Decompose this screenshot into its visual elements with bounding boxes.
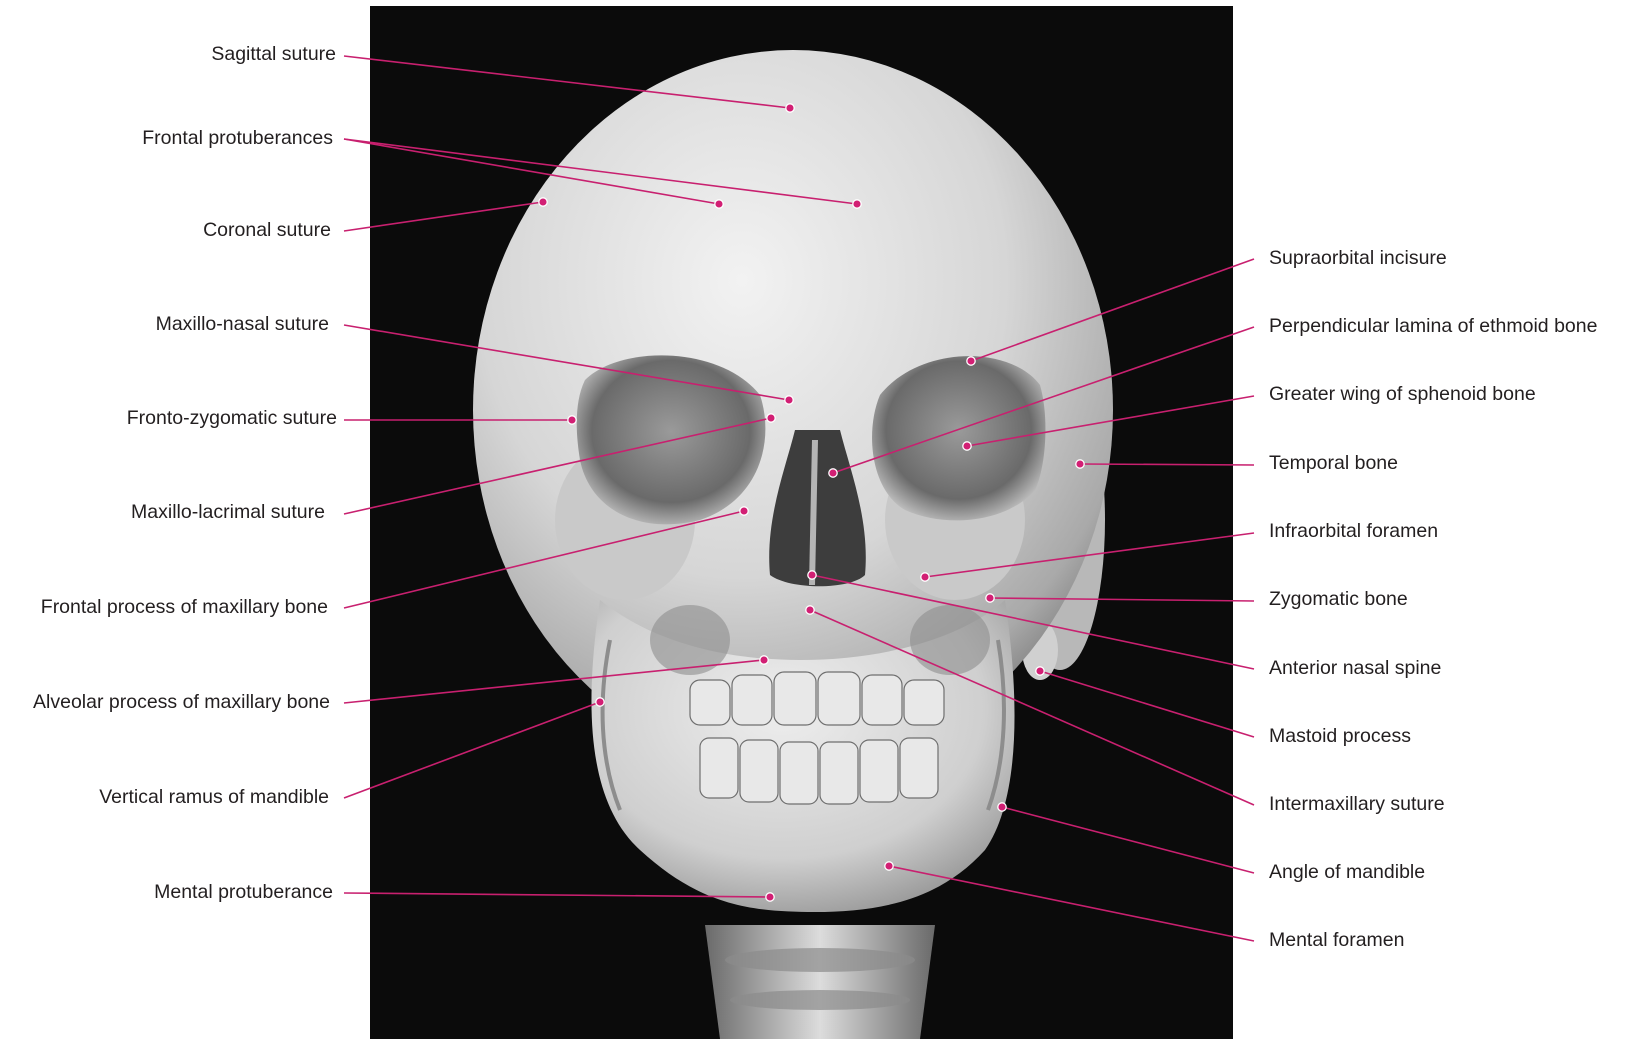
marker-dot-zygomatic-bone	[986, 594, 994, 602]
label-frontal-protuberances: Frontal protuberances	[142, 127, 333, 149]
marker-dot-perpendicular-lamina-of-ethmoid-bone	[829, 469, 837, 477]
cervical-spine	[705, 925, 935, 1039]
marker-dot-sagittal-suture	[786, 104, 794, 112]
label-supraorbital-incisure: Supraorbital incisure	[1269, 247, 1447, 269]
label-fronto-zygomatic-suture: Fronto-zygomatic suture	[127, 407, 337, 429]
label-greater-wing-of-sphenoid-bone: Greater wing of sphenoid bone	[1269, 383, 1536, 405]
marker-dot-mental-protuberance	[766, 893, 774, 901]
marker-dot-vertical-ramus-of-mandible	[596, 698, 604, 706]
orbit-right	[872, 356, 1045, 520]
label-perpendicular-lamina-of-ethmoid-bone: Perpendicular lamina of ethmoid bone	[1269, 315, 1597, 337]
marker-dot-frontal-protuberances-a	[715, 200, 723, 208]
label-vertical-ramus-of-mandible: Vertical ramus of mandible	[99, 786, 329, 808]
marker-dot-frontal-process-of-maxillary-bone	[740, 507, 748, 515]
label-mastoid-process: Mastoid process	[1269, 725, 1411, 747]
marker-dot-fronto-zygomatic-suture	[568, 416, 576, 424]
marker-dot-frontal-protuberances-b	[853, 200, 861, 208]
marker-dot-infraorbital-foramen	[921, 573, 929, 581]
marker-dot-temporal-bone	[1076, 460, 1084, 468]
marker-dot-coronal-suture	[539, 198, 547, 206]
label-frontal-process-of-maxillary-bone: Frontal process of maxillary bone	[41, 596, 328, 618]
marker-dot-angle-of-mandible	[998, 803, 1006, 811]
label-anterior-nasal-spine: Anterior nasal spine	[1269, 657, 1441, 679]
label-infraorbital-foramen: Infraorbital foramen	[1269, 520, 1438, 542]
label-temporal-bone: Temporal bone	[1269, 452, 1398, 474]
label-zygomatic-bone: Zygomatic bone	[1269, 588, 1408, 610]
marker-dot-maxillo-lacrimal-suture	[767, 414, 775, 422]
label-intermaxillary-suture: Intermaxillary suture	[1269, 793, 1445, 815]
leader-line-temporal-bone	[1080, 464, 1254, 465]
label-angle-of-mandible: Angle of mandible	[1269, 861, 1425, 883]
label-mental-protuberance: Mental protuberance	[154, 881, 333, 903]
label-alveolar-process-of-maxillary-bone: Alveolar process of maxillary bone	[33, 691, 330, 713]
label-coronal-suture: Coronal suture	[203, 219, 331, 241]
marker-dot-mastoid-process	[1036, 667, 1044, 675]
marker-dot-intermaxillary-suture	[806, 606, 814, 614]
marker-dot-anterior-nasal-spine	[808, 571, 816, 579]
labels-left: Sagittal suture Frontal protuberances Co…	[33, 43, 337, 903]
marker-dot-greater-wing-of-sphenoid-bone	[963, 442, 971, 450]
label-maxillo-lacrimal-suture: Maxillo-lacrimal suture	[131, 501, 325, 523]
label-mental-foramen: Mental foramen	[1269, 929, 1404, 951]
marker-dot-supraorbital-incisure	[967, 357, 975, 365]
label-maxillo-nasal-suture: Maxillo-nasal suture	[156, 313, 329, 335]
marker-dot-alveolar-process-of-maxillary-bone	[760, 656, 768, 664]
labels-right: Supraorbital incisure Perpendicular lami…	[1269, 247, 1597, 951]
marker-dot-mental-foramen	[885, 862, 893, 870]
marker-dot-maxillo-nasal-suture	[785, 396, 793, 404]
label-sagittal-suture: Sagittal suture	[211, 43, 336, 65]
